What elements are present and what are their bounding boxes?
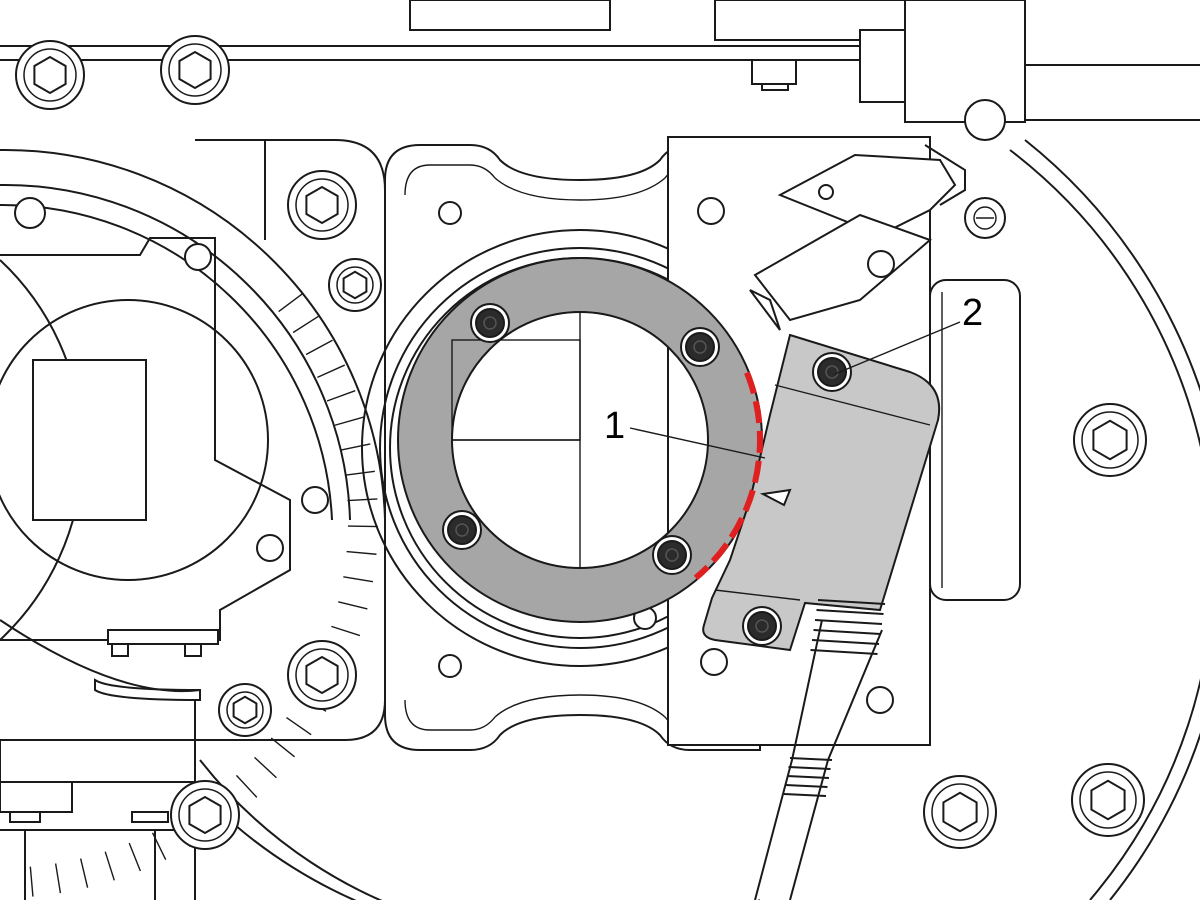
socket-bolt-recess bbox=[483, 316, 497, 330]
hex-bolt-head bbox=[1092, 419, 1128, 461]
hex-bolt-head bbox=[942, 791, 978, 833]
connector-ring bbox=[785, 784, 828, 788]
wheel-tooth bbox=[326, 390, 356, 402]
callouts: 1 2 bbox=[604, 292, 983, 447]
hex-bolt-head bbox=[188, 795, 222, 835]
hex-bolt-rim bbox=[336, 266, 374, 304]
connector-ring bbox=[788, 766, 831, 770]
wheel-tooth bbox=[104, 851, 115, 881]
left-side-plate bbox=[195, 139, 386, 741]
hex-bolt-head bbox=[1090, 779, 1126, 821]
hex-bolt-head bbox=[33, 55, 67, 95]
wheel-tooth bbox=[345, 470, 375, 476]
callout-leaders bbox=[629, 321, 961, 459]
wheel-tooth bbox=[278, 293, 304, 313]
wheel-tooth bbox=[54, 863, 62, 894]
connector-ring bbox=[783, 793, 827, 797]
connector-ring bbox=[816, 609, 884, 615]
wheel-tooth bbox=[79, 858, 89, 888]
limit-switch bbox=[749, 144, 966, 331]
sensing-zone-highlight bbox=[693, 371, 763, 581]
small-screws bbox=[14, 99, 1006, 714]
socket-bolt-head bbox=[447, 515, 477, 545]
connector-ring bbox=[817, 599, 886, 605]
wheel-tooth bbox=[334, 416, 364, 426]
wheel-tooth bbox=[254, 756, 277, 779]
connector-ring bbox=[811, 639, 880, 645]
hex-bolt-rim bbox=[1081, 411, 1139, 469]
connector-ring bbox=[814, 619, 883, 625]
socket-bolt-recess bbox=[665, 548, 679, 562]
socket-bolt-recess bbox=[455, 523, 469, 537]
proximity-sensor bbox=[702, 333, 941, 652]
socket-bolt-head bbox=[747, 611, 777, 641]
socket-bolt-head bbox=[817, 357, 847, 387]
sensing-highlight bbox=[693, 371, 763, 581]
wheel-tooth bbox=[235, 774, 258, 798]
top-frame bbox=[0, 0, 1200, 123]
wheel-tooth bbox=[331, 625, 361, 637]
hex-bolt-head bbox=[342, 270, 368, 300]
wheel-tooth bbox=[128, 842, 142, 872]
hex-bolts bbox=[15, 35, 1147, 850]
callout-1-label: 1 bbox=[604, 405, 625, 447]
wheel-tooth bbox=[346, 550, 377, 555]
socket-bolt-recess bbox=[755, 619, 769, 633]
hex-bolt-rim bbox=[1079, 771, 1137, 829]
wheel-tooth bbox=[292, 315, 319, 334]
hex-bolt-head bbox=[232, 695, 258, 725]
hex-bolt-rim bbox=[178, 788, 232, 842]
wheel-tooth bbox=[347, 525, 378, 528]
center-crosshair bbox=[451, 312, 581, 568]
wheel-tooth bbox=[286, 717, 312, 736]
sensor-cable bbox=[754, 599, 886, 900]
wheel-tooth bbox=[340, 443, 371, 451]
wheel-tooth bbox=[343, 576, 374, 583]
socket-bolt-head bbox=[657, 540, 687, 570]
hex-bolt-head bbox=[178, 50, 212, 90]
hex-bolt-rim bbox=[23, 48, 77, 102]
sensor-housing bbox=[702, 333, 941, 652]
socket-bolt-recess bbox=[693, 340, 707, 354]
connector-ring bbox=[789, 757, 833, 761]
connector-ring bbox=[810, 649, 878, 655]
wheel-tooth bbox=[305, 339, 333, 356]
outer-housing-arc bbox=[179, 139, 1200, 900]
bottom-left-bracket bbox=[0, 700, 196, 900]
hex-bolt-head bbox=[305, 655, 339, 695]
wheel-tooth bbox=[317, 364, 346, 378]
hex-bolt-rim bbox=[168, 43, 222, 97]
left-encoder-body bbox=[0, 237, 291, 702]
callout-2-label: 2 bbox=[962, 292, 983, 334]
ring-bolts bbox=[442, 303, 852, 646]
hex-bolt-rim bbox=[295, 648, 349, 702]
hex-bolt-head bbox=[305, 185, 339, 225]
hex-bolt-rim bbox=[226, 691, 264, 729]
socket-bolt-head bbox=[475, 308, 505, 338]
wheel-tooth bbox=[270, 737, 296, 758]
hex-bolt-rim bbox=[295, 178, 349, 232]
wheel-tooth bbox=[29, 866, 34, 897]
connector-ring bbox=[786, 775, 830, 779]
wheel-tooth bbox=[338, 601, 368, 610]
socket-bolt-head bbox=[685, 332, 715, 362]
cable-connector bbox=[783, 599, 886, 797]
hex-bolt-rim bbox=[931, 783, 989, 841]
wheel-tooth bbox=[347, 498, 378, 502]
connector-ring bbox=[813, 629, 881, 635]
